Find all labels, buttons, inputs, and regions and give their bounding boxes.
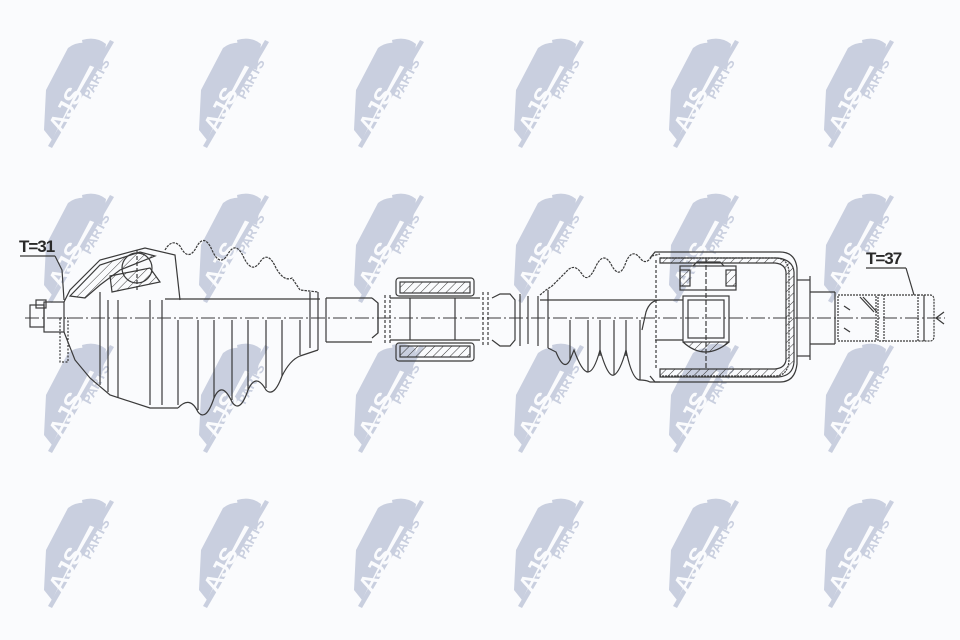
center-bearing bbox=[390, 277, 489, 362]
right-tripod-joint bbox=[641, 251, 836, 383]
left-cv-joint bbox=[20, 247, 181, 409]
left-shaft bbox=[165, 292, 391, 350]
right-spline-label: T=37 bbox=[866, 249, 902, 268]
drawing-lines bbox=[20, 239, 945, 416]
right-spline-end bbox=[837, 267, 945, 342]
left-boot bbox=[164, 239, 319, 416]
right-boot bbox=[491, 253, 661, 383]
left-spline-label: T=31 bbox=[19, 237, 55, 256]
